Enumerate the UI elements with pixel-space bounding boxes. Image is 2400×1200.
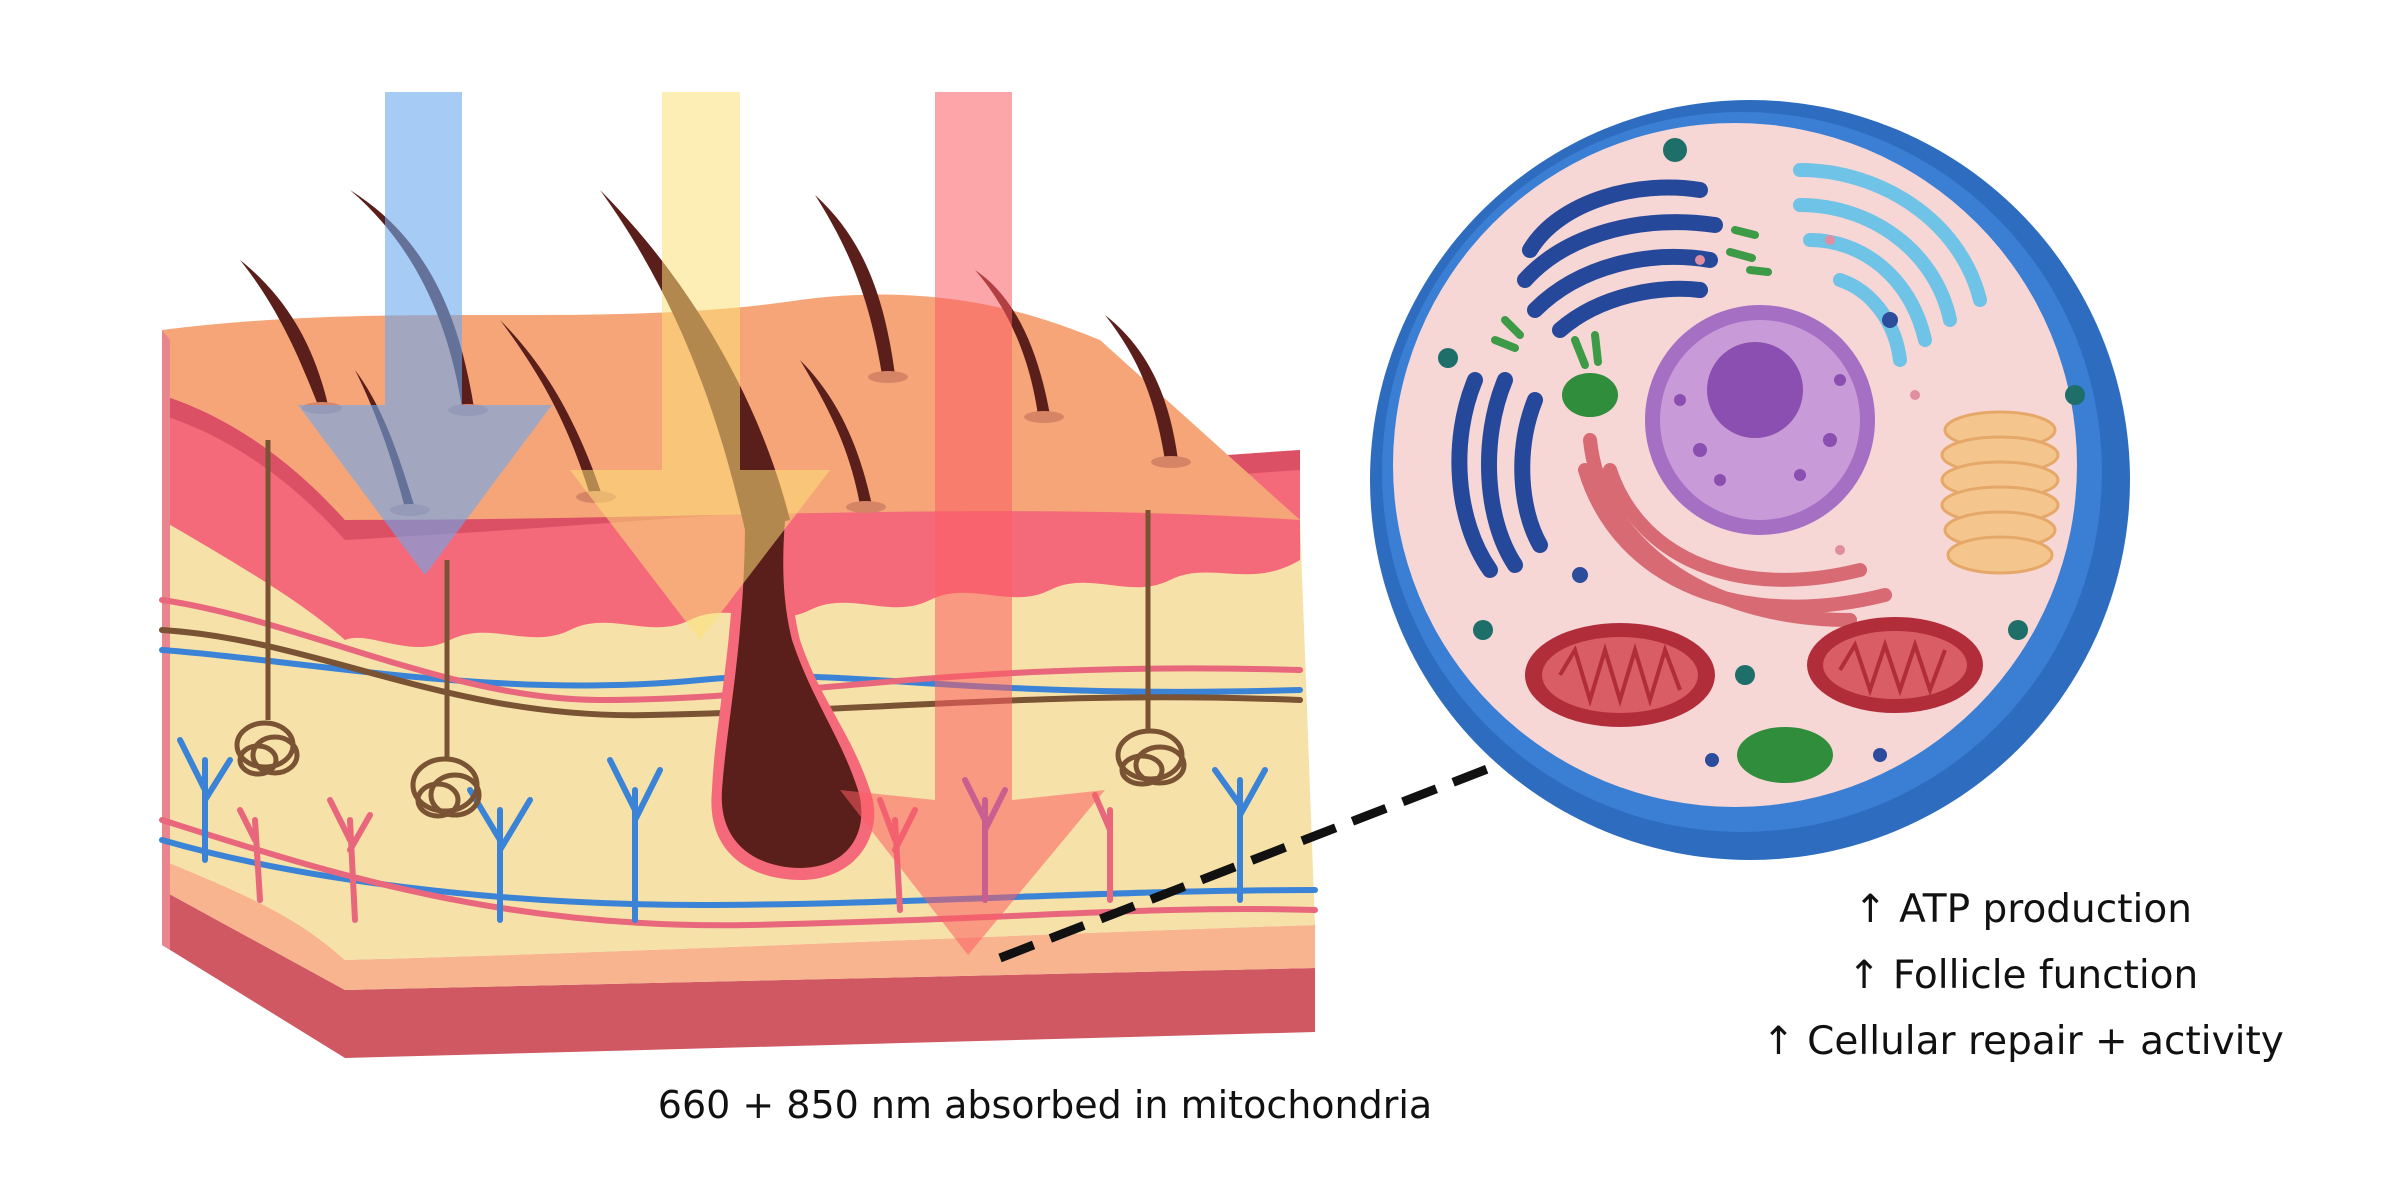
rough-er-left xyxy=(1451,372,1548,578)
nerve-upper xyxy=(159,627,1303,719)
artery-lower xyxy=(159,817,1318,929)
vesicle-green-bottom xyxy=(1737,727,1833,783)
vein-upper xyxy=(159,647,1303,695)
rough-er xyxy=(1517,179,1723,338)
caption: 660 + 850 nm absorbed in mitochondria xyxy=(658,1083,1432,1127)
artery-upper xyxy=(159,597,1303,704)
er-perinuclear xyxy=(1578,433,1892,627)
blood-vessels xyxy=(159,597,1318,929)
golgi-apparatus xyxy=(1940,410,2060,575)
smooth-er xyxy=(1793,163,1987,367)
skin-base-layer xyxy=(162,890,1315,1058)
fat-layer xyxy=(162,860,1315,990)
benefits-list: ↑ ATP production ↑ Follicle function ↑ C… xyxy=(1762,887,2284,1064)
mitochondrion-left xyxy=(1525,623,1715,727)
benefit-atp: ↑ ATP production xyxy=(1854,887,2192,932)
cytoplasm-dots xyxy=(1438,138,2085,767)
benefit-cellular: ↑ Cellular repair + activity xyxy=(1762,1019,2284,1064)
red-light-beam xyxy=(840,92,1105,955)
dashed-connector xyxy=(998,730,1577,963)
light-beams xyxy=(298,92,1105,955)
skin-left-face xyxy=(162,330,170,950)
benefit-follicle: ↑ Follicle function xyxy=(1848,953,2198,998)
sweat-glands xyxy=(234,440,1187,819)
cell xyxy=(1370,100,2130,860)
yellow-light-beam xyxy=(570,92,830,640)
vein-lower xyxy=(159,837,1318,909)
blue-light-beam xyxy=(298,92,552,575)
nucleolus xyxy=(1707,342,1803,438)
green-tubules xyxy=(1491,226,1772,369)
mitochondrion-right xyxy=(1807,617,1983,713)
vesicle-green xyxy=(1562,373,1618,417)
